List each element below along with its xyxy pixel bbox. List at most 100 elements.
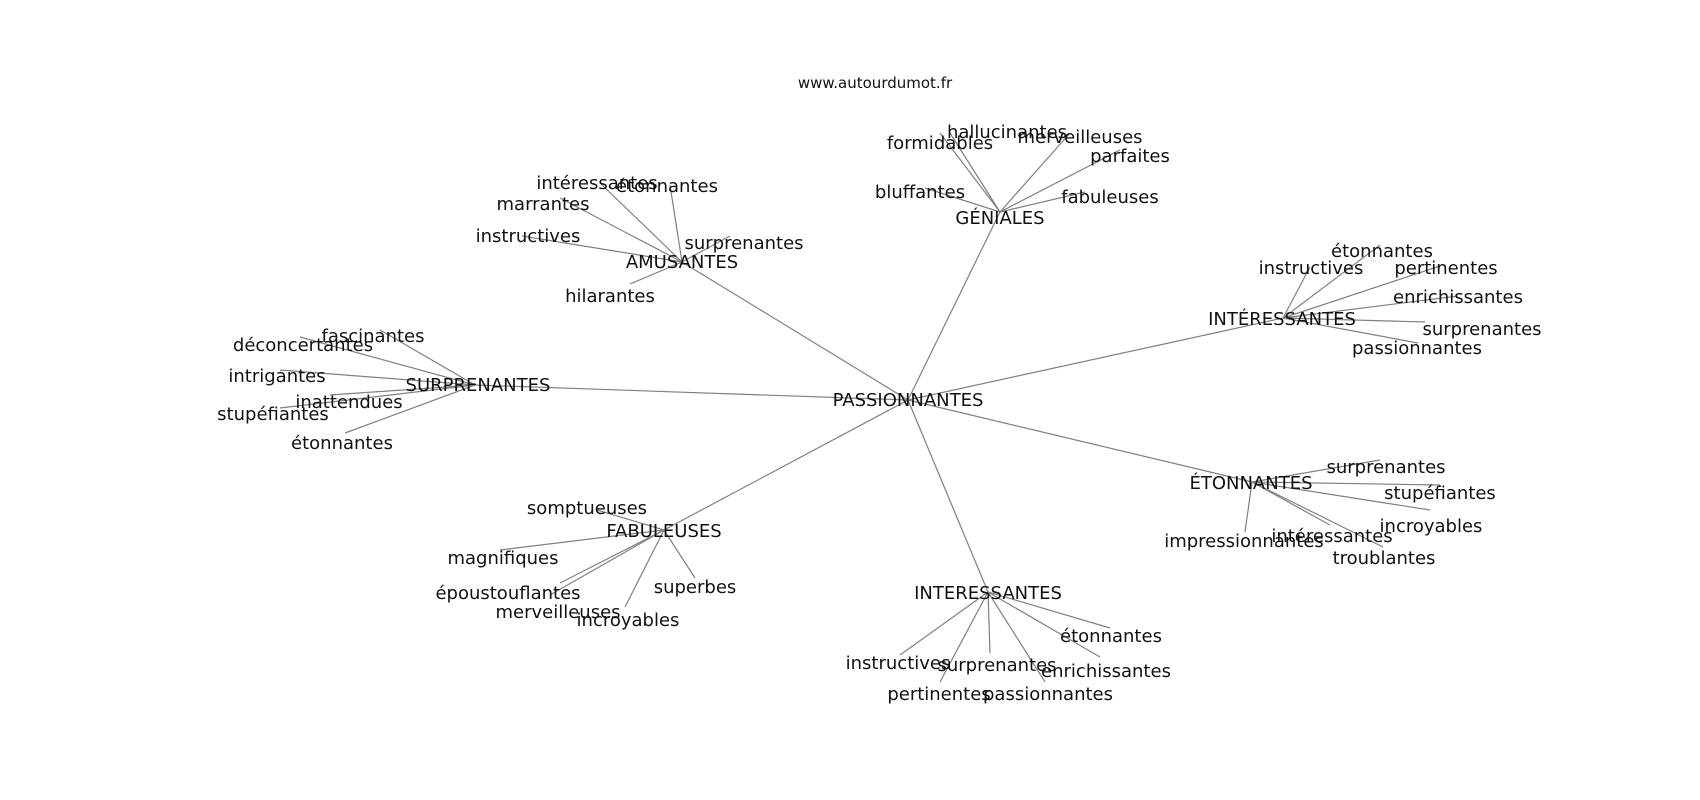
leaf-word-label: stupéfiantes [1384, 483, 1496, 504]
hub-leaf-edge [681, 235, 731, 263]
leaf-word-label: somptueuses [527, 498, 647, 519]
graph-edges [279, 132, 1459, 683]
root-hub-edge [907, 399, 989, 593]
leaf-word-label: surprenantes [937, 655, 1056, 676]
leaf-word-label: merveilleuses [1017, 127, 1142, 148]
leaf-word-label: fabuleuses [1061, 187, 1159, 208]
hub-leaf-edge [987, 591, 991, 654]
leaf-word-label: merveilleuses [495, 602, 620, 623]
hub-leaf-edge [1251, 481, 1384, 548]
source-label: www.autourdumot.fr [798, 74, 953, 92]
hub-word-label: INTERESSANTES [914, 583, 1062, 604]
leaf-word-label: passionnantes [1352, 338, 1482, 359]
hub-leaf-edge [299, 336, 476, 386]
leaf-word-label: marrantes [497, 194, 590, 215]
root-hub-edge [474, 384, 909, 401]
leaf-word-label: instructives [1259, 258, 1364, 279]
leaf-word-label: stupéfiantes [217, 404, 329, 425]
hub-leaf-edge [624, 529, 665, 608]
hub-leaf-edge [899, 591, 989, 656]
leaf-word-label: magnifiques [447, 548, 558, 569]
hub-leaf-edge [987, 591, 1111, 629]
hub-leaf-edge [379, 329, 476, 386]
leaf-word-label: pertinentes [1394, 258, 1497, 279]
root-hub-edge [907, 317, 1284, 401]
leaf-word-label: superbes [654, 577, 737, 598]
hub-leaf-edge [1282, 295, 1459, 319]
leaf-word-label: incroyables [1380, 516, 1483, 537]
hub-leaf-edge [987, 591, 1101, 658]
root-hub-edge [907, 211, 1001, 401]
hub-leaf-edge [1251, 459, 1381, 483]
leaf-word-label: troublantes [1333, 548, 1436, 569]
hub-leaf-edge [1282, 265, 1441, 319]
hub-leaf-edge [1282, 317, 1426, 323]
leaf-word-label: intrigantes [228, 366, 325, 387]
root-hub-edge [663, 399, 909, 531]
hub-leaf-edge [999, 149, 1121, 213]
hub-leaf-edge [999, 132, 1071, 213]
hub-leaf-edge [939, 591, 989, 683]
leaf-word-label: étonnantes [616, 176, 718, 197]
leaf-word-label: hilarantes [565, 286, 655, 307]
leaf-word-label: parfaites [1090, 146, 1170, 167]
leaf-word-label: hallucinantes [947, 122, 1067, 143]
leaf-word-label: étonnantes [1060, 626, 1162, 647]
leaf-word-label: intéressantes [1271, 526, 1392, 547]
hub-leaf-edge [521, 235, 683, 263]
leaf-word-label: bluffantes [875, 182, 965, 203]
leaf-word-label: impressionnantes [1164, 531, 1324, 552]
hub-word-label: AMUSANTES [626, 252, 738, 273]
hub-leaf-edge [949, 132, 1001, 213]
hub-leaf-edge [559, 529, 665, 584]
hub-leaf-edge [1251, 481, 1431, 511]
hub-leaf-edge [1282, 317, 1419, 344]
hub-leaf-edge [344, 384, 476, 434]
hub-leaf-edge [329, 384, 476, 396]
hub-leaf-edge [596, 509, 665, 531]
hub-word-label: SURPRENANTES [406, 375, 551, 396]
hub-leaf-edge [559, 197, 683, 263]
leaf-word-label: déconcertantes [233, 335, 373, 356]
hub-leaf-edge [924, 187, 1001, 213]
hub-leaf-edge [499, 529, 665, 551]
leaf-word-label: inattendues [295, 392, 402, 413]
leaf-word-label: enrichissantes [1041, 661, 1171, 682]
hub-word-label: INTÉRESSANTES [1208, 308, 1356, 330]
hub-leaf-edge [999, 191, 1086, 213]
leaf-word-label: pertinentes [887, 684, 990, 705]
hub-leaf-edge [663, 529, 696, 579]
leaf-word-label: surprenantes [684, 233, 803, 254]
leaf-word-label: enrichissantes [1393, 287, 1523, 308]
root-hub-edge [681, 261, 909, 401]
leaf-word-label: passionnantes [983, 684, 1113, 705]
leaf-word-label: formidables [887, 133, 993, 154]
hub-leaf-edge [987, 591, 1046, 683]
root-hub-edge [907, 399, 1253, 483]
hub-leaf-edge [1282, 244, 1381, 319]
leaf-word-label: instructives [476, 226, 581, 247]
leaf-word-label: époustouflantes [435, 583, 580, 604]
leaf-word-label: surprenantes [1326, 457, 1445, 478]
hub-word-label: GÉNIALES [955, 207, 1044, 229]
leaf-word-label: incroyables [577, 610, 680, 631]
hub-leaf-edge [669, 184, 683, 263]
hub-leaf-edge [939, 132, 1001, 213]
hub-leaf-edge [629, 261, 683, 285]
leaf-word-label: instructives [846, 653, 951, 674]
hub-leaf-edge [1244, 481, 1253, 533]
hub-word-label: ÉTONNANTES [1189, 472, 1312, 494]
hub-word-label: FABULEUSES [606, 521, 721, 542]
hub-leaf-edge [599, 182, 683, 263]
leaf-word-label: étonnantes [1331, 241, 1433, 262]
leaf-word-label: étonnantes [291, 433, 393, 454]
leaf-word-label: fascinantes [322, 326, 425, 347]
root-word-label: PASSIONNANTES [833, 390, 984, 411]
hub-leaf-edge [1282, 266, 1311, 319]
leaf-word-label: intéressantes [536, 173, 657, 194]
hub-leaf-edge [1251, 481, 1331, 526]
hub-leaf-edge [279, 384, 476, 409]
hub-leaf-edge [1251, 481, 1441, 486]
hub-leaf-edge [279, 369, 476, 386]
